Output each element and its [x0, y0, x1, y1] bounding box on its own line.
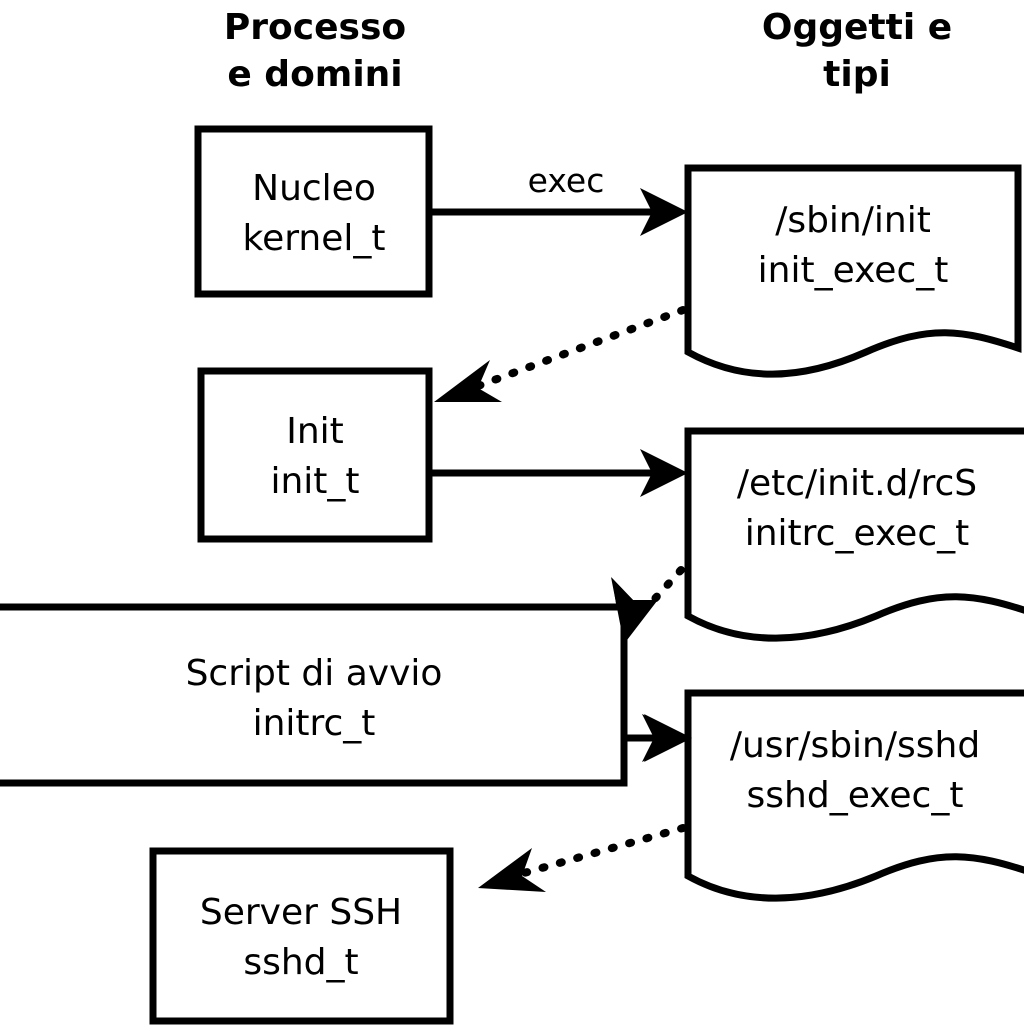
node-initrc[interactable]: Script di avvio initrc_t	[0, 603, 628, 787]
node-etc-initd-rcs-line1: /etc/init.d/rcS	[737, 463, 977, 504]
edge-label-exec: exec	[528, 161, 605, 200]
node-kernel-box	[194, 125, 433, 298]
node-sshd[interactable]: Server SSH sshd_t	[149, 847, 454, 1025]
edge-initexec-transition-init[interactable]	[434, 306, 687, 402]
node-init-line1: Init	[286, 411, 344, 452]
node-initrc-box	[0, 603, 628, 787]
node-kernel[interactable]: Nucleo kernel_t	[194, 125, 433, 298]
edge-sshdexec-transition-sshd-line	[520, 824, 687, 877]
node-sbin-init-line1: /sbin/init	[775, 200, 931, 241]
node-kernel-line2: kernel_t	[243, 218, 386, 259]
node-sshd-box	[149, 847, 454, 1025]
node-etc-initd-rcs-line2: initrc_exec_t	[745, 513, 970, 554]
node-kernel-line1: Nucleo	[252, 168, 376, 209]
node-initrc-line2: initrc_t	[253, 703, 376, 744]
edge-init-exec-rcs[interactable]	[432, 449, 688, 497]
node-sshd-line2: sshd_t	[243, 942, 358, 983]
edge-initrc-exec-sshd-stub	[624, 714, 692, 762]
node-sbin-init[interactable]: /sbin/init init_exec_t	[684, 164, 1022, 378]
edge-initexec-transition-init-line	[474, 306, 687, 390]
edge-rcsexec-transition-initrc-head	[611, 577, 657, 644]
node-sbin-init-line2: init_exec_t	[758, 250, 949, 291]
node-sshd-line1: Server SSH	[200, 892, 402, 933]
column-header-processes: Processo e domini	[224, 7, 406, 95]
node-usr-sbin-sshd[interactable]: /usr/sbin/sshd sshd_exec_t	[684, 689, 1024, 902]
node-etc-initd-rcs[interactable]: /etc/init.d/rcS initrc_exec_t	[684, 427, 1024, 642]
edge-kernel-exec-init[interactable]: exec	[432, 161, 688, 236]
edge-init-exec-rcs-arrowhead	[640, 449, 688, 497]
node-init-line2: init_t	[270, 461, 359, 502]
node-usr-sbin-sshd-line1: /usr/sbin/sshd	[730, 725, 980, 766]
node-init[interactable]: Init init_t	[197, 367, 433, 543]
column-header-processes-line1: Processo	[224, 7, 406, 48]
column-header-objects: Oggetti e tipi	[762, 7, 952, 95]
node-init-box	[197, 367, 433, 543]
node-usr-sbin-sshd-document	[684, 689, 1024, 902]
node-etc-initd-rcs-document	[684, 427, 1024, 642]
edge-kernel-exec-init-arrowhead	[640, 188, 688, 236]
edge-rcsexec-transition-initrc-head-poly	[611, 577, 657, 644]
edge-sshdexec-transition-sshd-arrowhead	[478, 848, 546, 892]
edge-initexec-transition-init-arrowhead	[434, 360, 502, 402]
column-header-processes-line2: e domini	[227, 54, 402, 95]
edge-sshdexec-transition-sshd[interactable]	[478, 824, 687, 892]
node-initrc-line1: Script di avvio	[186, 653, 443, 694]
node-sbin-init-document	[684, 164, 1022, 378]
edge-initrc-exec-sshd-stub-arrowhead	[644, 714, 692, 762]
node-usr-sbin-sshd-line2: sshd_exec_t	[747, 775, 964, 816]
column-header-objects-line1: Oggetti e	[762, 7, 952, 48]
column-header-objects-line2: tipi	[823, 54, 891, 95]
